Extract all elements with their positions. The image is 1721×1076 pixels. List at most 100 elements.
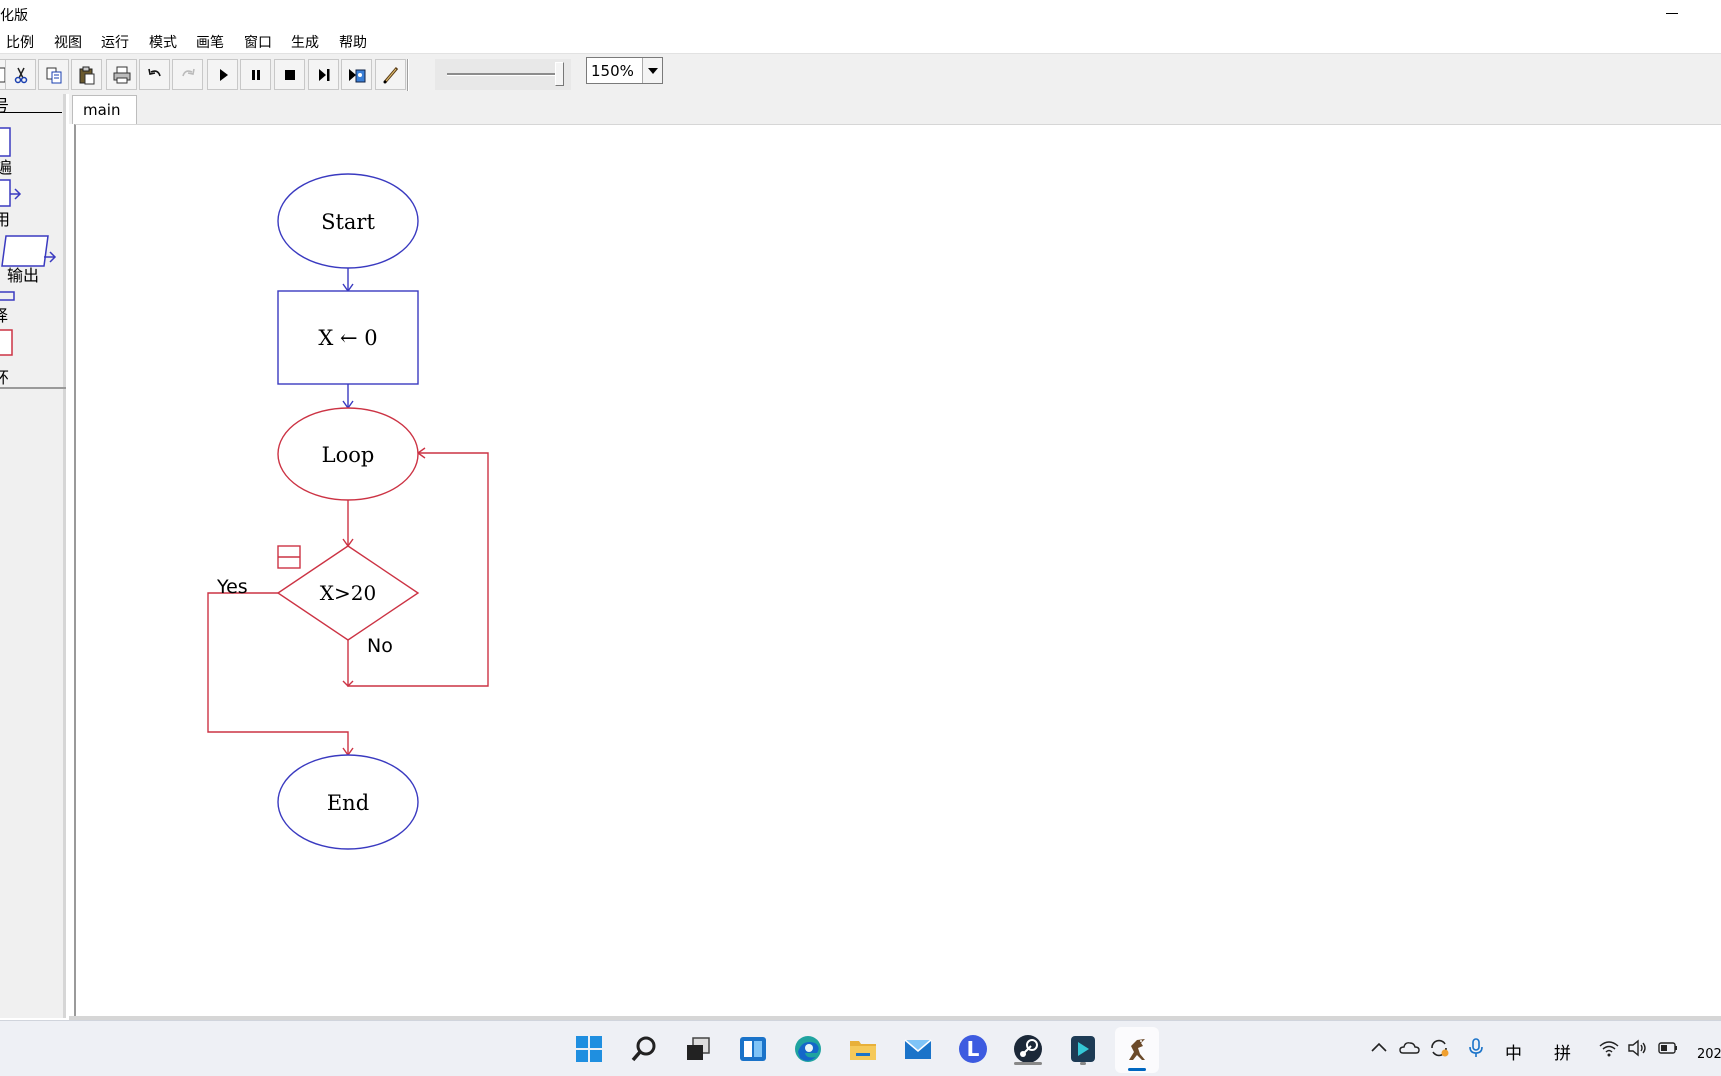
assignment-label: X ← 0: [318, 326, 377, 350]
palette-label-select: 择: [0, 306, 9, 325]
loop-label: Loop: [322, 443, 375, 467]
decision-label: X>20: [320, 581, 376, 605]
windows-start-icon: [576, 1036, 602, 1062]
menu-run[interactable]: 运行: [101, 35, 129, 51]
menu-window[interactable]: 窗口: [244, 35, 272, 51]
edge-button[interactable]: [790, 1031, 826, 1067]
ime-mode-indicator[interactable]: 中: [1505, 1044, 1522, 1064]
connector-start-assign: [342, 268, 354, 293]
minimize-button[interactable]: [1656, 0, 1686, 28]
zoom-slider-track: [447, 73, 555, 76]
menu-view[interactable]: 视图: [54, 35, 82, 51]
palette-divider: [0, 387, 66, 389]
end-node[interactable]: End: [277, 754, 419, 850]
yes-label: Yes: [216, 576, 248, 598]
print-icon: [113, 66, 130, 83]
active-indicator: [1128, 1068, 1146, 1071]
toolbar-separator: [407, 59, 409, 91]
start-button[interactable]: [571, 1031, 607, 1067]
chevron-up-icon[interactable]: [1368, 1037, 1390, 1059]
palette-label-call: 用: [0, 210, 11, 229]
file-explorer-button[interactable]: [845, 1031, 881, 1067]
symbol-palette: 号 遍 用 输出 择 环: [0, 94, 66, 1018]
pen-button[interactable]: [375, 59, 406, 90]
menu-scale[interactable]: 比例: [6, 35, 34, 51]
battery-icon[interactable]: [1657, 1037, 1679, 1059]
tab-main[interactable]: main: [72, 95, 137, 124]
microphone-icon[interactable]: [1465, 1037, 1487, 1059]
palette-assignment-symbol[interactable]: [0, 127, 11, 157]
raptor-button[interactable]: [1115, 1027, 1159, 1073]
l-app-button[interactable]: L: [955, 1031, 991, 1067]
menu-mode[interactable]: 模式: [149, 35, 177, 51]
flowchart: Start X ← 0 Loop X>20 Yes: [207, 173, 489, 850]
toolbar: [0, 54, 1721, 94]
steam-button[interactable]: [1010, 1031, 1046, 1067]
running-indicator: [1014, 1062, 1042, 1065]
menu-help[interactable]: 帮助: [339, 35, 367, 51]
running-indicator: [1080, 1062, 1086, 1065]
end-label: End: [327, 791, 369, 815]
pen-icon: [383, 66, 398, 83]
connector-assign-loop: [342, 384, 354, 410]
paste-icon: [79, 66, 94, 84]
undo-icon: [147, 68, 161, 76]
paste-button[interactable]: [71, 59, 102, 90]
palette-header: 号: [0, 96, 10, 115]
zoom-value: 150%: [591, 62, 634, 80]
task-view-button[interactable]: [680, 1031, 716, 1067]
start-node[interactable]: Start: [277, 173, 419, 269]
volume-icon[interactable]: [1626, 1037, 1648, 1059]
menu-pen[interactable]: 画笔: [196, 35, 224, 51]
title-bar: 化版: [0, 0, 1721, 28]
run-button[interactable]: [207, 59, 238, 90]
menu-generate[interactable]: 生成: [291, 35, 319, 51]
zoom-select[interactable]: 150%: [586, 57, 663, 84]
stop-button[interactable]: [274, 59, 305, 90]
palette-shapes: [0, 127, 57, 356]
step-button[interactable]: [308, 59, 339, 90]
onedrive-icon[interactable]: [1398, 1037, 1420, 1059]
ime-pinyin-indicator[interactable]: 拼: [1554, 1044, 1571, 1064]
print-button[interactable]: [106, 59, 137, 90]
stylus-app-icon: [1071, 1036, 1095, 1062]
cut-button[interactable]: [5, 59, 36, 90]
palette-selection-symbol[interactable]: [0, 291, 15, 301]
mail-button[interactable]: [900, 1031, 936, 1067]
sync-icon[interactable]: [1428, 1037, 1450, 1059]
menu-bar: 比例 视图 运行 模式 画笔 窗口 生成 帮助: [0, 28, 1721, 54]
palette-io-symbol[interactable]: [1, 235, 57, 267]
window-title: 化版: [0, 8, 28, 24]
assignment-node[interactable]: X ← 0: [277, 290, 419, 385]
copy-button[interactable]: [38, 59, 69, 90]
taskbar: L: [0, 1020, 1721, 1076]
connector-loop-decision: [342, 500, 354, 548]
svg-text:L: L: [967, 1037, 980, 1061]
search-button[interactable]: [626, 1031, 662, 1067]
undo-button[interactable]: [139, 59, 170, 90]
run-to-button[interactable]: [341, 59, 372, 90]
zoom-slider[interactable]: [435, 59, 571, 90]
zoom-slider-thumb[interactable]: [555, 62, 564, 86]
widgets-button[interactable]: [735, 1031, 771, 1067]
palette-loop-symbol[interactable]: [0, 329, 13, 356]
step-icon: [318, 68, 329, 81]
l-app-icon: L: [959, 1035, 987, 1063]
chevron-down-icon[interactable]: [642, 58, 662, 83]
start-label: Start: [321, 210, 375, 234]
decision-node[interactable]: X>20: [276, 545, 420, 641]
redo-button[interactable]: [172, 59, 203, 90]
pause-button[interactable]: [240, 59, 271, 90]
collapse-toggle-icon[interactable]: [277, 545, 301, 569]
widgets-icon: [740, 1037, 766, 1061]
palette-call-symbol[interactable]: [0, 179, 22, 207]
canvas-scroll-edge: [69, 1016, 1721, 1020]
flowchart-canvas[interactable]: Start X ← 0 Loop X>20 Yes: [74, 124, 1721, 1018]
loop-node[interactable]: Loop: [277, 407, 419, 501]
wifi-icon[interactable]: [1598, 1037, 1620, 1059]
search-icon: [631, 1036, 656, 1062]
clock[interactable]: 202: [1697, 1047, 1721, 1062]
play-icon: [219, 68, 228, 81]
stylus-app-button[interactable]: [1065, 1031, 1101, 1067]
